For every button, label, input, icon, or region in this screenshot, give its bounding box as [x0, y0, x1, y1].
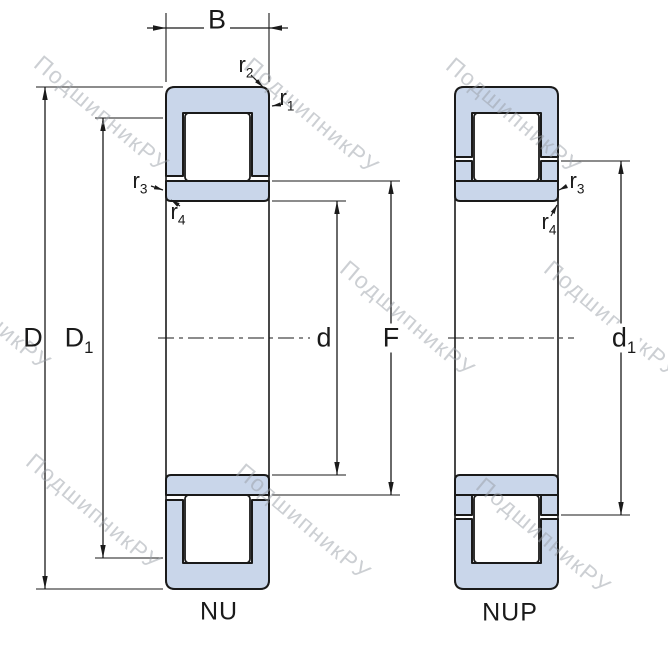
bearing-type-label-nu: NU [199, 597, 239, 626]
dim-label-d-outer: D [23, 322, 43, 353]
leader-r4-nu [170, 199, 181, 207]
leader-r1 [271, 102, 284, 107]
nup-roller-bottom [473, 494, 540, 564]
leader-r3-nu [150, 185, 164, 191]
radius-leaders [150, 74, 569, 217]
ext-line-f [272, 180, 400, 496]
nu-inner-ring-top [165, 180, 270, 202]
dim-label-d-bore: d [316, 322, 332, 353]
nup-inner-ring-bottom [454, 474, 559, 496]
nup-roller-top [473, 112, 540, 182]
nup-loose-flange-ring-bottom-left [454, 494, 473, 516]
nu-inner-ring-bottom [165, 474, 270, 496]
leader-r4-nup [550, 204, 558, 217]
ext-line-d-outer [36, 86, 163, 590]
nu-roller-bottom [184, 494, 251, 564]
dim-label-d1-nup: d1 [607, 323, 641, 356]
radius-label-r4-nup: r4 [541, 209, 557, 238]
bearing-nup-section [454, 86, 559, 590]
radius-label-r1: r1 [279, 85, 295, 114]
radius-label-r4-nu: r4 [170, 199, 186, 228]
nup-inner-ring-flange-top-right [540, 160, 559, 182]
bearing-type-label-nup: NUP [482, 598, 538, 627]
ext-line-b [165, 13, 270, 82]
leader-r3-nup [558, 184, 569, 191]
leader-r2 [250, 74, 264, 88]
bearing-nu-section [165, 86, 270, 590]
dim-label-b: B [203, 5, 231, 35]
nup-inner-ring-top [454, 180, 559, 202]
nu-outer-ring-top [165, 86, 270, 177]
nu-outer-ring-bottom [165, 499, 270, 590]
nup-inner-ring-flange-bottom-right [540, 494, 559, 516]
nup-loose-flange-ring-top-left [454, 160, 473, 182]
nup-outer-ring-top [454, 86, 559, 158]
radius-label-r3-nu: r3 [132, 168, 148, 197]
ext-line-d-bore [272, 200, 346, 476]
ext-line-d1 [95, 117, 163, 559]
nup-outer-ring-bottom [454, 518, 559, 590]
radius-label-r2: r2 [238, 52, 254, 81]
radius-label-r3-nup: r3 [569, 168, 585, 197]
dim-label-d1: D1 [64, 322, 94, 357]
dim-label-f: F [378, 323, 404, 353]
nu-roller-top [184, 112, 251, 182]
